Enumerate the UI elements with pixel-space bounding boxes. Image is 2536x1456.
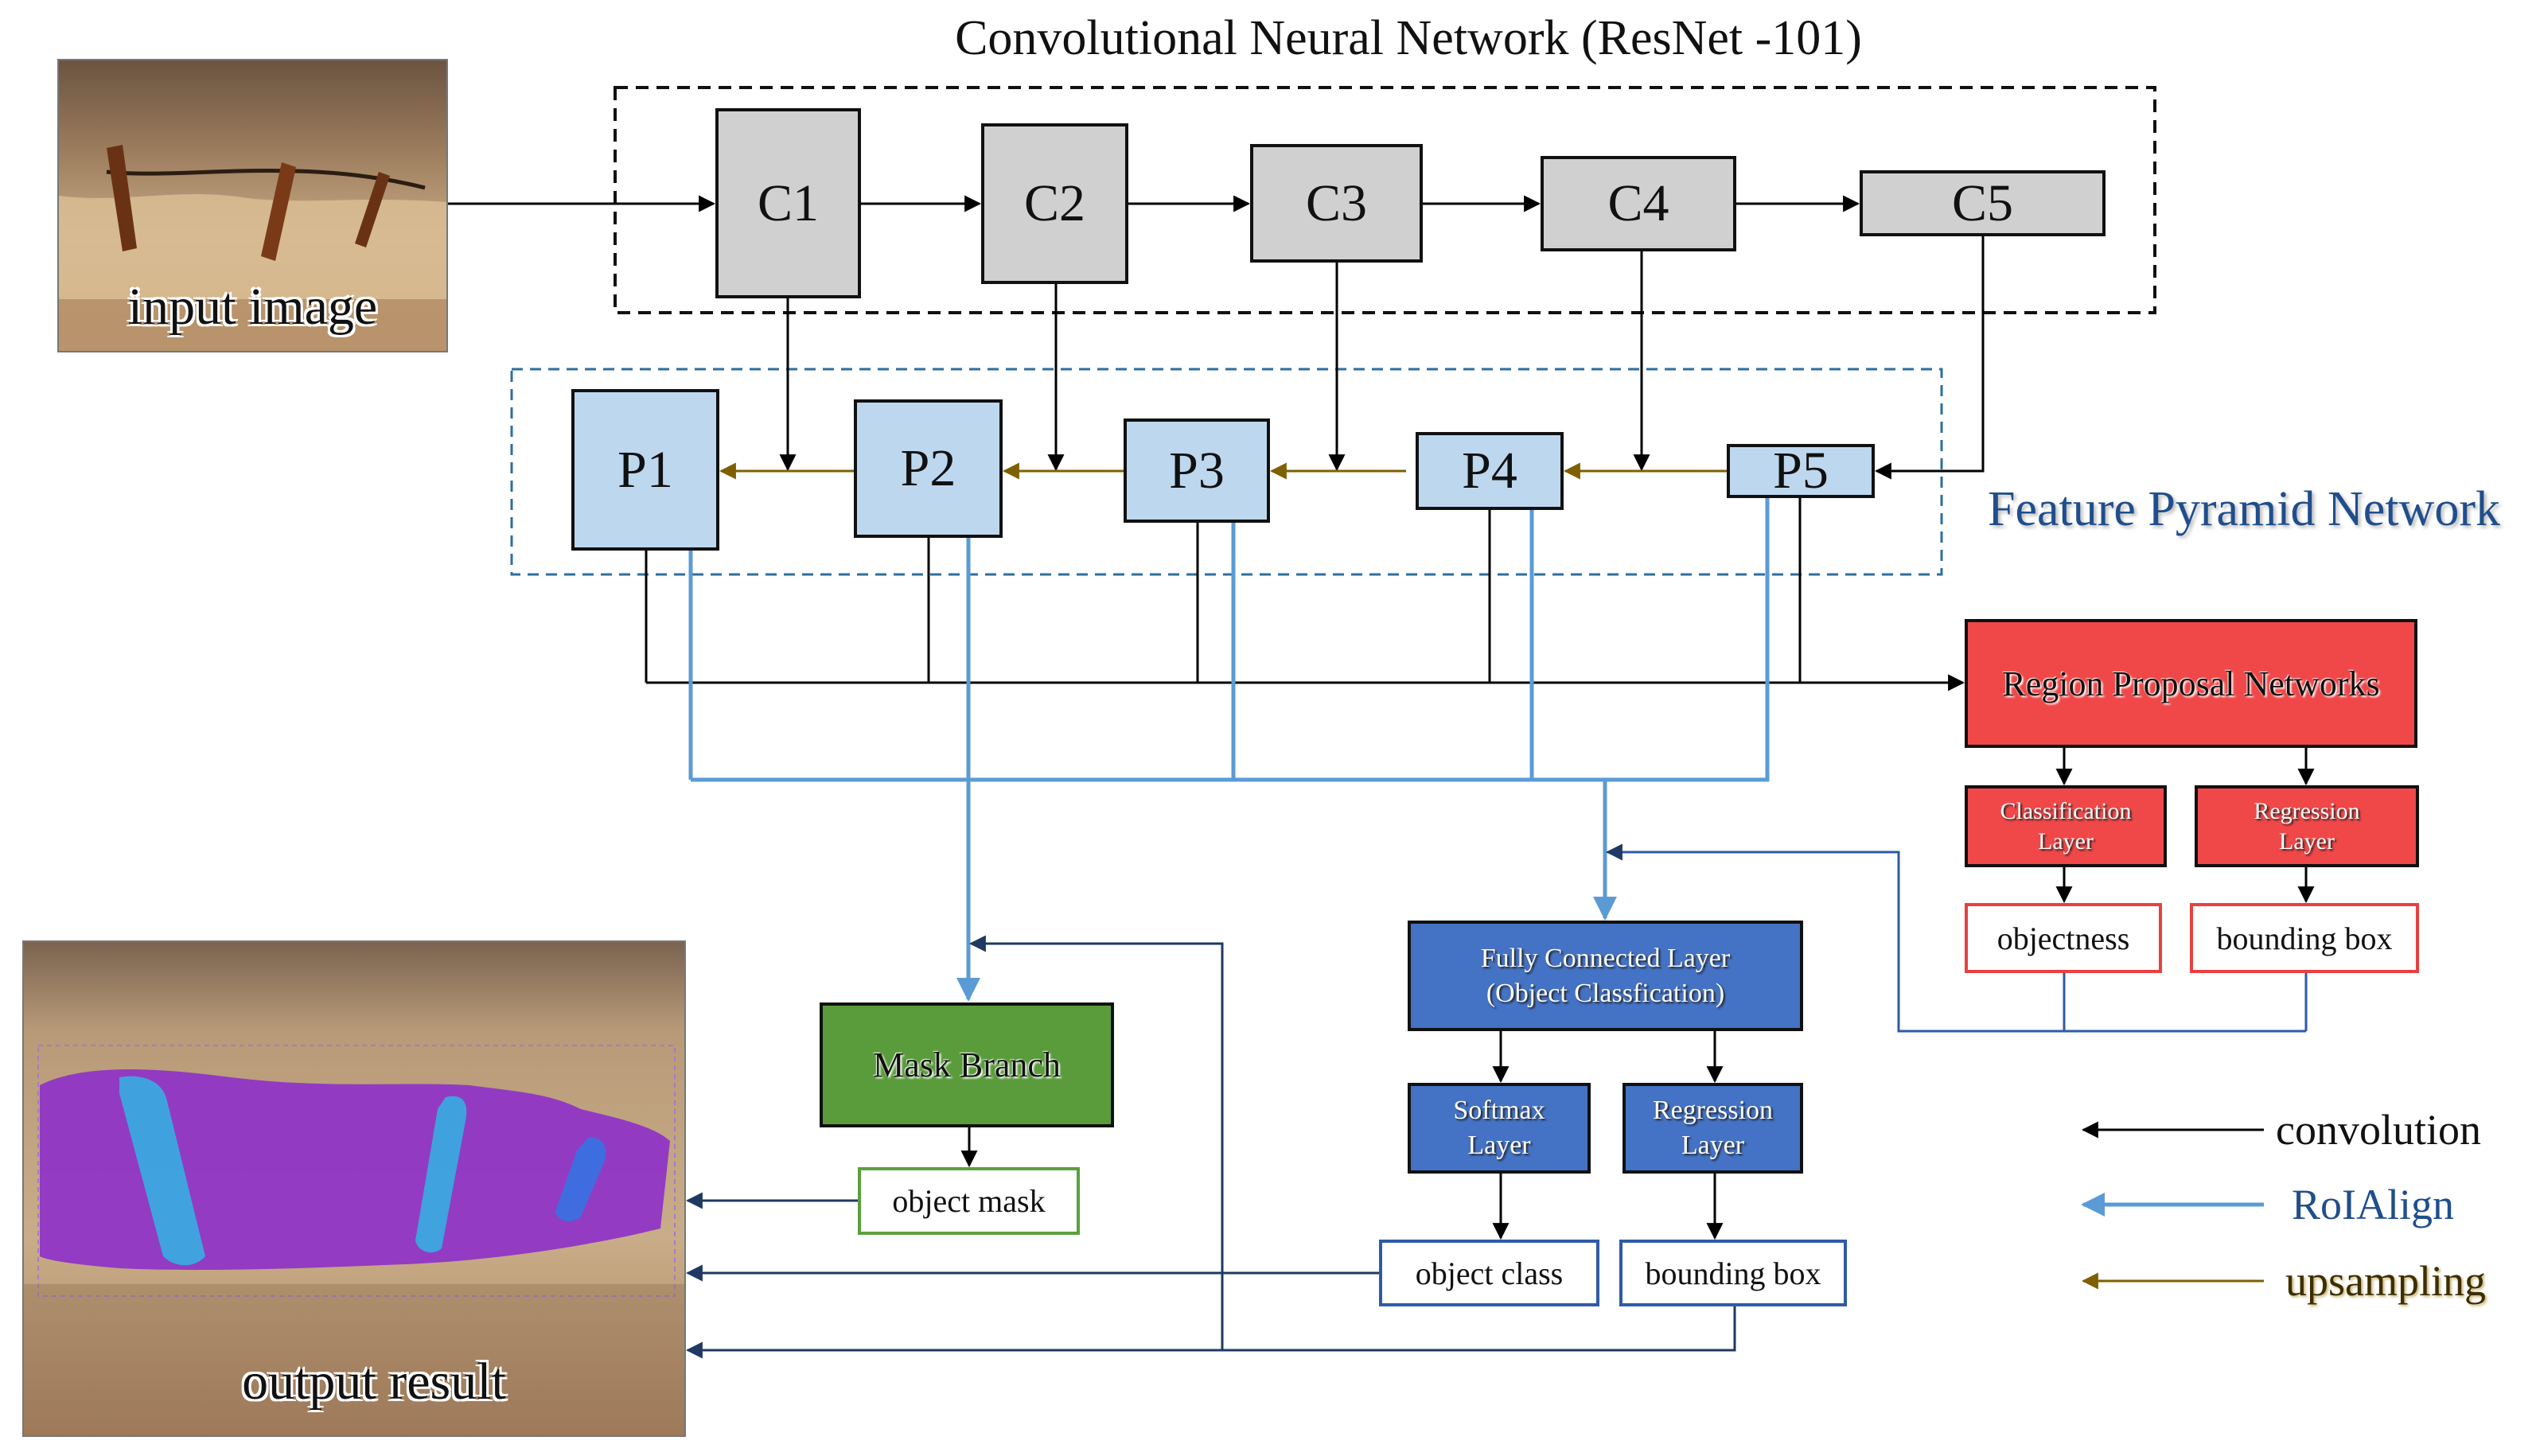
output-image-label: output result bbox=[242, 1352, 506, 1411]
backbone-c1: C1 bbox=[715, 108, 861, 298]
fc-regression-layer: Regression Layer bbox=[1622, 1083, 1803, 1174]
legend-convolution: convolution bbox=[2276, 1106, 2481, 1154]
pyramid-p4: P4 bbox=[1416, 432, 1564, 510]
rpn-box: Region Proposal Networks bbox=[1965, 619, 2417, 748]
backbone-group bbox=[614, 86, 2156, 314]
rpn-objectness: objectness bbox=[1965, 903, 2162, 973]
pyramid-p1: P1 bbox=[571, 389, 719, 551]
fpn-group bbox=[510, 368, 1943, 576]
legend-roialign: RoIAlign bbox=[2292, 1181, 2455, 1228]
backbone-c2: C2 bbox=[981, 123, 1128, 284]
input-image: input image bbox=[57, 59, 448, 352]
diagram-title: Convolutional Neural Network (ResNet -10… bbox=[955, 10, 1862, 65]
backbone-c5: C5 bbox=[1860, 170, 2106, 236]
object-class-output: object class bbox=[1379, 1240, 1599, 1306]
backbone-c4: C4 bbox=[1541, 156, 1736, 251]
output-image: output result bbox=[22, 940, 686, 1437]
pyramid-p5: P5 bbox=[1727, 442, 1875, 500]
input-image-label: input image bbox=[127, 278, 378, 336]
softmax-layer: Softmax Layer bbox=[1408, 1083, 1591, 1174]
backbone-c3: C3 bbox=[1250, 144, 1423, 263]
rpn-classification-layer: Classification Layer bbox=[1965, 785, 2167, 867]
rpn-bounding-box: bounding box bbox=[2190, 903, 2419, 973]
object-mask-output: object mask bbox=[858, 1167, 1080, 1235]
mask-branch: Mask Branch bbox=[820, 1002, 1114, 1127]
fc-bounding-box-output: bounding box bbox=[1619, 1240, 1847, 1306]
fpn-label: Feature Pyramid Network bbox=[1988, 481, 2500, 536]
pyramid-p3: P3 bbox=[1124, 419, 1270, 523]
fully-connected-layer: Fully Connected Layer (Object Classficat… bbox=[1408, 921, 1803, 1031]
legend-upsampling: upsampling bbox=[2285, 1257, 2486, 1305]
pyramid-p2: P2 bbox=[854, 399, 1003, 538]
rpn-regression-layer: Regression Layer bbox=[2195, 785, 2419, 867]
